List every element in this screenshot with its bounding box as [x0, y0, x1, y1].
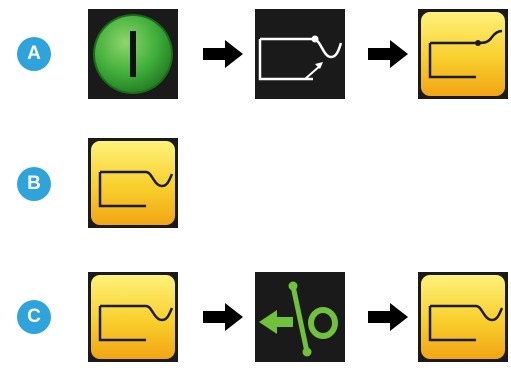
wire-positioned-yellow-button[interactable]: [88, 138, 178, 228]
retract-wire-icon: [255, 272, 345, 362]
wire-positioned-icon: [418, 272, 508, 362]
wire-positioned-icon: [88, 138, 178, 228]
right-arrow-icon: [203, 40, 243, 68]
step-label: A: [27, 43, 41, 64]
right-arrow-icon: [368, 303, 408, 331]
step-label: C: [27, 306, 41, 327]
wire-positioned-yellow-button[interactable]: [88, 272, 178, 362]
power-on-icon: [88, 9, 178, 99]
right-arrow-icon: [368, 40, 408, 68]
wire-positioned-yellow-button[interactable]: [418, 272, 508, 362]
wire-positioned-icon: [88, 272, 178, 362]
wire-position-icon: [255, 9, 345, 99]
retract-wire-button[interactable]: [255, 272, 345, 362]
wire-position-indicator: [255, 9, 345, 99]
right-arrow-icon: [203, 303, 243, 331]
step-badge-a: A: [17, 37, 51, 71]
step-badge-b: B: [17, 167, 51, 201]
step-badge-c: C: [17, 300, 51, 334]
wire-positioned-yellow-button[interactable]: [418, 9, 508, 99]
power-on-button[interactable]: [88, 9, 178, 99]
step-label: B: [27, 173, 41, 194]
wire-positioned-icon: [418, 9, 508, 99]
